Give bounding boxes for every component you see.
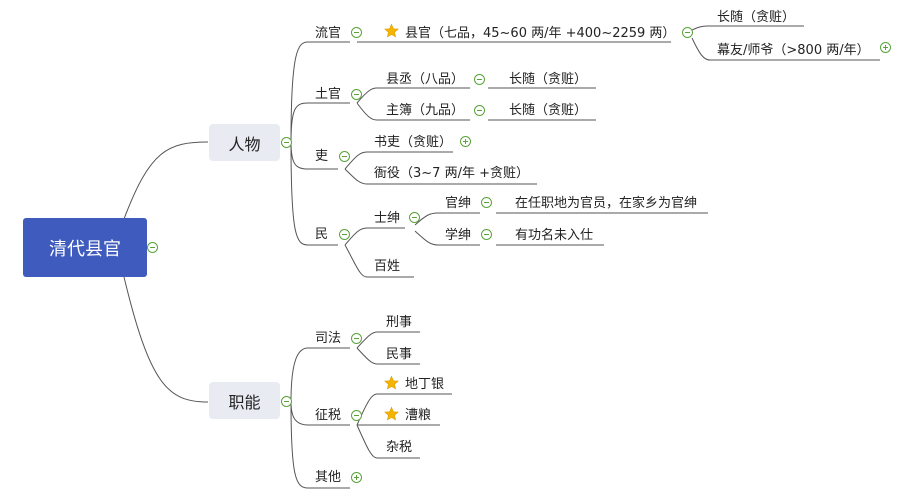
criminal-node[interactable]: 刑事 <box>386 315 413 330</box>
other-node[interactable]: 其他 <box>315 470 342 485</box>
people-node[interactable]: 人物 <box>209 124 280 161</box>
land-tax-node[interactable]: 地丁银 <box>405 377 445 392</box>
tax-node[interactable]: 征税 <box>315 408 342 423</box>
scholar-gentry-desc-node[interactable]: 有功名未入仕 <box>515 228 594 243</box>
official-gentry-desc-node[interactable]: 在任职地为官员，在家乡为官绅 <box>515 196 698 211</box>
servant-node[interactable]: 长随（贪赃） <box>717 10 796 25</box>
xiancheng-node[interactable]: 县丞（八品） <box>386 72 465 87</box>
collapse-tuguan-icon[interactable] <box>351 89 362 100</box>
duties-node[interactable]: 职能 <box>209 382 280 419</box>
xiancheng-servant-node[interactable]: 长随（贪赃） <box>509 72 588 87</box>
civil-node[interactable]: 民事 <box>386 347 413 362</box>
collapse-judicial-icon[interactable] <box>351 333 362 344</box>
collapse-tax-icon[interactable] <box>351 410 362 421</box>
commoners-node[interactable]: 百姓 <box>374 259 401 274</box>
collapse-official-gentry-icon[interactable] <box>481 197 492 208</box>
zhubu-servant-node[interactable]: 长随（贪赃） <box>509 103 588 118</box>
grain-tribute-node[interactable]: 漕粮 <box>405 408 432 423</box>
zhubu-node[interactable]: 主簿（九品） <box>386 103 465 118</box>
collapse-duties-icon[interactable] <box>281 396 292 407</box>
clerk-node[interactable]: 书吏（贪赃） <box>374 135 453 150</box>
judicial-node[interactable]: 司法 <box>315 331 342 346</box>
collapse-gentry-icon[interactable] <box>409 212 420 223</box>
gentry-node[interactable]: 士绅 <box>374 211 401 226</box>
star-icon <box>384 375 399 390</box>
liuguan-node[interactable]: 流官 <box>315 26 342 41</box>
tuguan-node[interactable]: 土官 <box>315 87 342 102</box>
collapse-zhubu-icon[interactable] <box>474 105 485 116</box>
collapse-root-icon[interactable] <box>147 242 158 253</box>
expand-advisor-icon[interactable] <box>880 42 891 53</box>
star-icon <box>384 406 399 421</box>
collapse-li-icon[interactable] <box>339 151 350 162</box>
expand-other-icon[interactable] <box>351 472 362 483</box>
collapse-min-icon[interactable] <box>339 229 350 240</box>
collapse-magistrate-icon[interactable] <box>682 27 693 38</box>
official-gentry-node[interactable]: 官绅 <box>445 196 472 211</box>
collapse-scholar-gentry-icon[interactable] <box>481 229 492 240</box>
collapse-people-icon[interactable] <box>281 137 292 148</box>
star-icon <box>384 23 399 38</box>
min-node[interactable]: 民 <box>315 227 329 242</box>
collapse-xiancheng-icon[interactable] <box>474 74 485 85</box>
root-node[interactable]: 清代县官 <box>23 218 147 277</box>
misc-tax-node[interactable]: 杂税 <box>386 440 413 455</box>
li-node[interactable]: 吏 <box>315 149 329 164</box>
runner-node[interactable]: 衙役（3~7 两/年 +贪赃） <box>374 166 529 181</box>
collapse-liuguan-icon[interactable] <box>351 27 362 38</box>
expand-clerk-icon[interactable] <box>460 136 471 147</box>
magistrate-node[interactable]: 县官（七品，45~60 两/年 +400~2259 两） <box>405 26 676 41</box>
scholar-gentry-node[interactable]: 学绅 <box>445 228 472 243</box>
advisor-node[interactable]: 幕友/师爷（>800 两/年） <box>717 43 870 58</box>
